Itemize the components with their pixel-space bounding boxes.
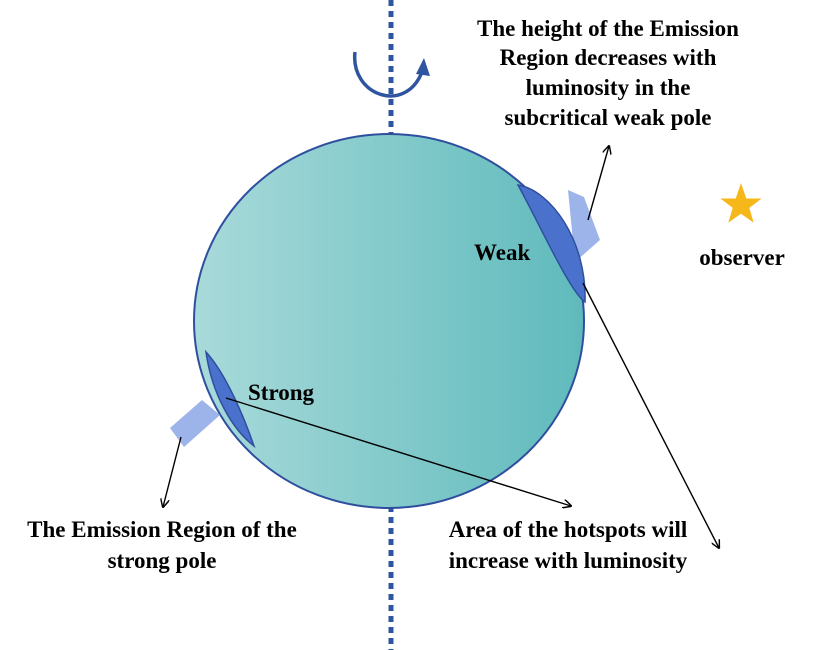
star-icon	[720, 183, 762, 223]
arrow-to-weak-note	[587, 146, 609, 221]
rotation-arrow-icon	[353, 51, 430, 98]
strong-note-line-2: strong pole	[108, 548, 217, 573]
arrow-strong-hotspot-to-area-note	[225, 397, 571, 506]
weak-note-line-2: Region decreases with	[500, 45, 717, 70]
strong-note-line-1: The Emission Region of the	[27, 517, 297, 542]
arrow-weak-hotspot-to-area-note	[582, 282, 719, 548]
area-note-line-2: increase with luminosity	[449, 548, 688, 573]
arrow-strong-emission-note	[163, 436, 182, 507]
area-note-line-1: Area of the hotspots will	[449, 517, 688, 542]
neutron-star-sphere	[193, 133, 585, 509]
weak-note-line-1: The height of the Emission	[477, 16, 739, 41]
weak-pole-hotspot	[516, 184, 586, 304]
weak-note-line-3: luminosity in the	[526, 75, 691, 100]
observer-label: observer	[699, 245, 785, 270]
weak-note-line-4: subcritical weak pole	[505, 105, 712, 130]
strong-pole-label: Strong	[248, 380, 315, 405]
weak-pole-label: Weak	[474, 240, 530, 265]
strong-pole-emission-region	[170, 400, 220, 447]
